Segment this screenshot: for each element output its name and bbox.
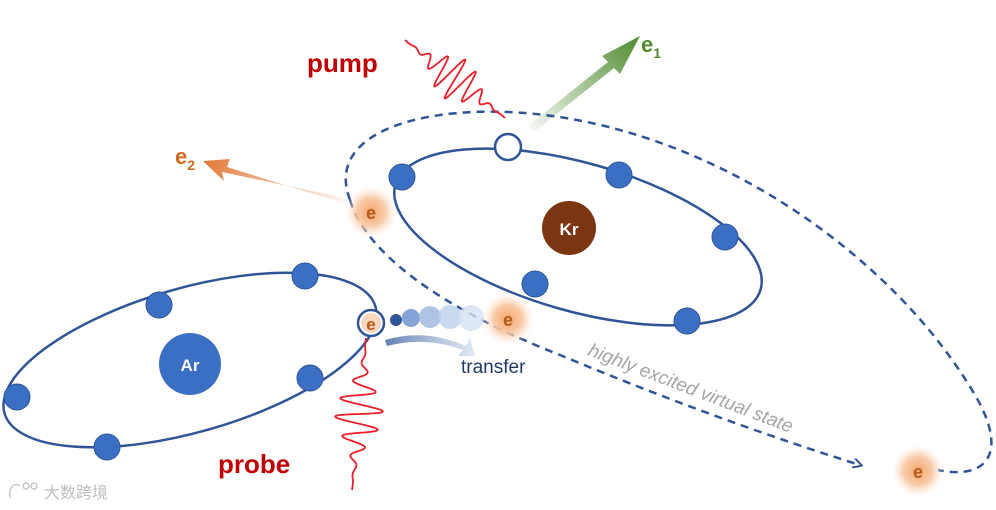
- pump-label: pump: [307, 48, 378, 78]
- e1-arrow: [528, 36, 640, 132]
- watermark: 大数跨境: [8, 482, 108, 502]
- transfer-label: transfer: [461, 357, 526, 378]
- ar-transfer-electron: e: [356, 308, 386, 338]
- probe-label: probe: [218, 449, 290, 479]
- e1-label: e1: [641, 32, 661, 61]
- kr-electron: [711, 223, 739, 251]
- ar-electron: [145, 291, 173, 319]
- watermark-text: 大数跨境: [44, 483, 108, 502]
- kr-electron: [673, 307, 701, 335]
- probe-wave: [334, 337, 384, 491]
- excited-electron-virtual: e: [892, 445, 944, 497]
- kr-label: Kr: [560, 220, 579, 239]
- transfer-trail: [390, 305, 484, 331]
- ar-label: Ar: [181, 356, 200, 375]
- ar-electrons: [3, 262, 324, 461]
- e2-arrow: [203, 159, 349, 205]
- ar-electron: [296, 364, 324, 392]
- kr-electron: [605, 161, 633, 189]
- excited-electron-transfer: e: [482, 293, 534, 345]
- excited-electron-label: e: [913, 462, 923, 482]
- excited-electron-label: e: [366, 203, 376, 223]
- pump-wave: [404, 39, 506, 119]
- ar-electron: [3, 383, 31, 411]
- ar-nucleus: Ar: [159, 333, 221, 395]
- watermark-logo-icon: [8, 482, 38, 499]
- virtual-state-label: highly excited virtual state: [585, 340, 796, 438]
- kr-nucleus: Kr: [542, 201, 596, 255]
- ar-orbit: [2, 271, 378, 449]
- kr-electron: [388, 163, 416, 191]
- ar-electron: [93, 433, 121, 461]
- ar-transfer-electron-label: e: [366, 315, 375, 334]
- e2-label: e2: [175, 144, 195, 173]
- excited-electron-label: e: [503, 310, 513, 330]
- transfer-arrow: [385, 335, 475, 356]
- virtual-state-orbit: [344, 110, 993, 474]
- kr-hole: [493, 132, 523, 162]
- excited-electron-e2: e: [345, 186, 397, 238]
- kr-electrons: [388, 161, 739, 335]
- kr-electron: [521, 270, 549, 298]
- ar-electron: [291, 262, 319, 290]
